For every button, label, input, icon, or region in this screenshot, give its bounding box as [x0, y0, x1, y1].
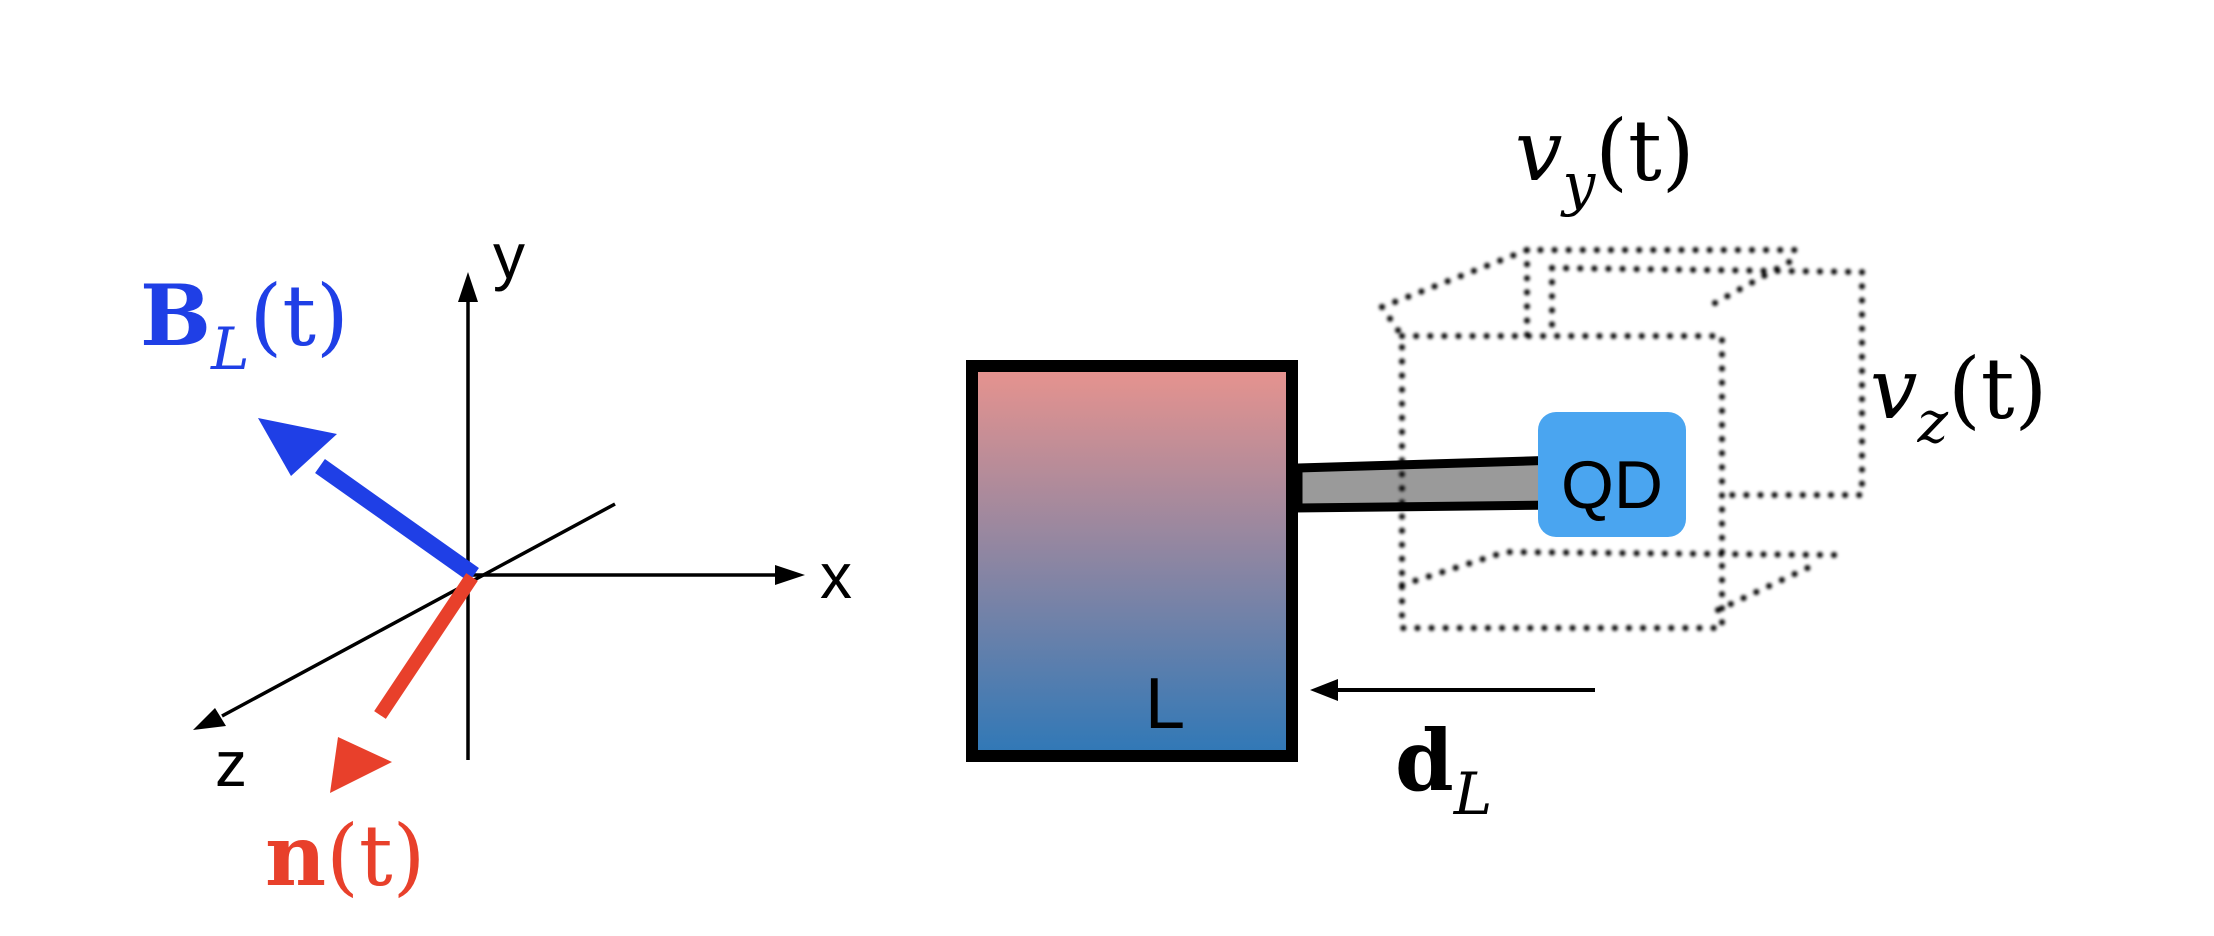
displacement-label: dL — [1395, 711, 1492, 828]
normal-vector-label: n(t) — [265, 806, 425, 905]
z-axis-label: z — [215, 728, 247, 800]
coordinate-axes — [193, 272, 805, 760]
x-axis-label: x — [820, 540, 852, 612]
velocity-y-label: vy(t) — [1515, 102, 1695, 218]
displacement-arrowhead — [1310, 679, 1338, 701]
quantum-dot-label: QD — [1561, 447, 1663, 523]
motion-box-outline — [1379, 247, 1865, 631]
z-axis-arrowhead — [193, 708, 226, 730]
x-axis-arrowhead — [775, 565, 805, 585]
quantum-dot — [1538, 412, 1686, 537]
y-axis-arrowhead — [458, 272, 478, 302]
normal-vector — [330, 573, 478, 793]
field-vector-label: BL(t) — [140, 266, 349, 383]
lead-label: L — [1145, 664, 1185, 744]
wire — [1293, 455, 1565, 513]
velocity-z-label: vz(t) — [1870, 340, 2047, 456]
lead-block — [966, 360, 1298, 762]
field-vector — [258, 418, 479, 582]
y-axis-label: y — [493, 220, 525, 292]
z-axis — [221, 502, 616, 718]
